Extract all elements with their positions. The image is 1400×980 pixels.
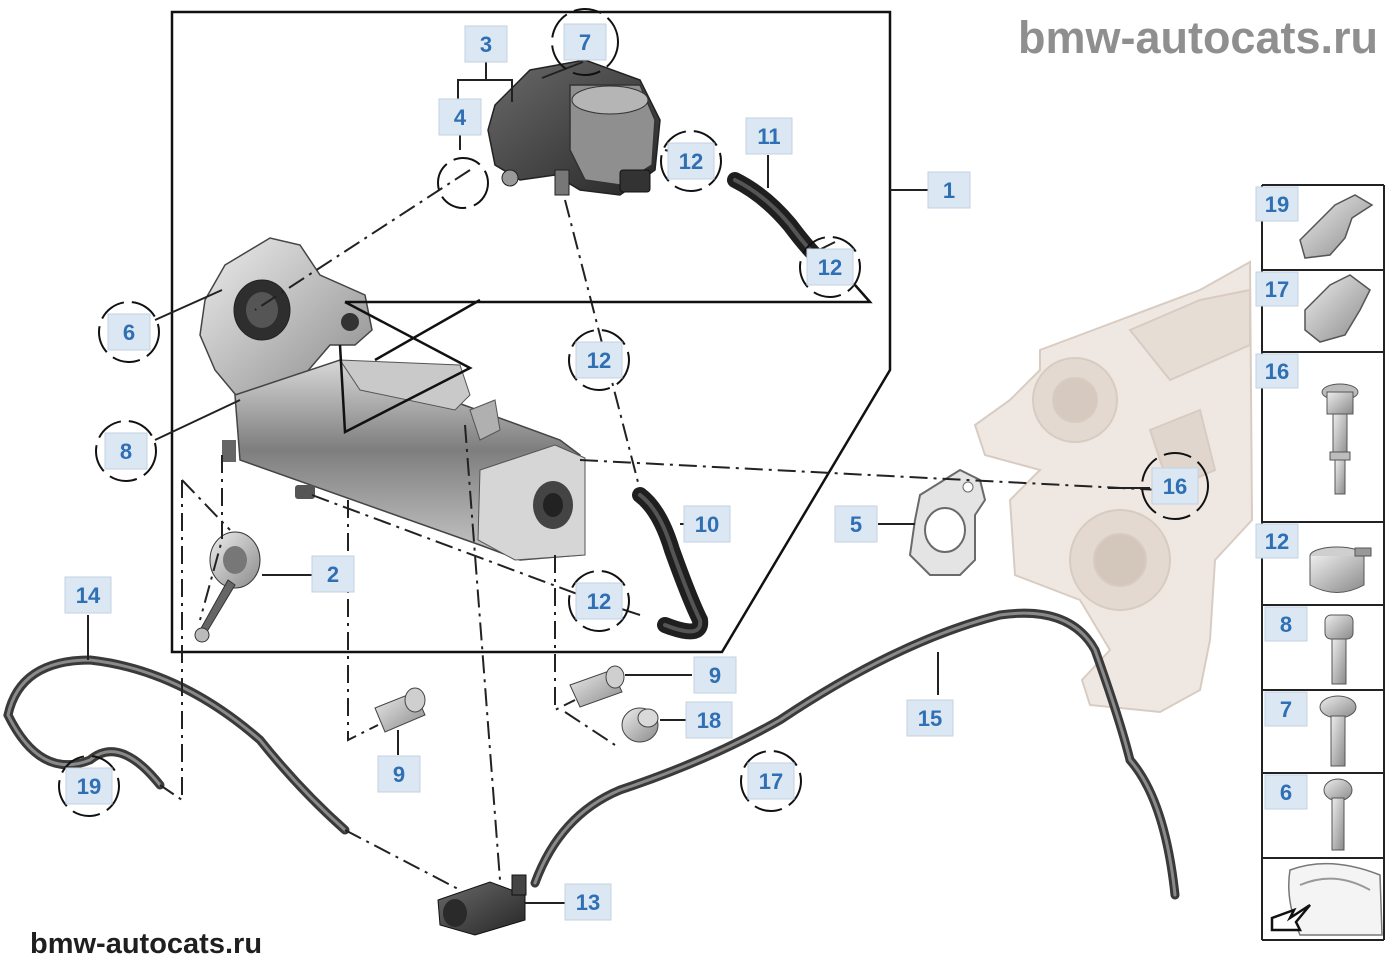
callout-12c: 12 (575, 341, 623, 379)
side-label-6-text: 6 (1280, 780, 1292, 805)
callout-11: 11 (745, 117, 793, 155)
callout-4: 4 (438, 98, 482, 136)
side-label-7-text: 7 (1280, 697, 1292, 722)
callout-9b-label: 9 (709, 663, 721, 688)
callout-9b: 9 (693, 656, 737, 694)
callout-12d: 12 (575, 582, 623, 620)
side-panel (1261, 184, 1385, 941)
callout-12a: 12 (667, 142, 715, 180)
coolant-hose-10 (632, 487, 709, 640)
callout-15: 15 (906, 699, 954, 737)
callout-17: 17 (747, 762, 795, 800)
side-label-17-text: 17 (1265, 277, 1289, 302)
ring-markers (58, 8, 1209, 817)
assembly-outline (170, 10, 892, 654)
callout-6: 6 (107, 313, 151, 351)
callout-12c-label: 12 (587, 348, 611, 373)
callout-16-label: 16 (1163, 474, 1187, 499)
callout-18: 18 (685, 701, 733, 739)
side-bolt-16-icon (1321, 383, 1359, 495)
watermark-top: bmw-autocats.ru (1017, 12, 1378, 63)
callout-10: 10 (683, 505, 731, 543)
callout-18-label: 18 (697, 708, 721, 733)
plug-18 (621, 707, 659, 743)
callout-5: 5 (834, 505, 878, 543)
side-clip-17-icon (1304, 274, 1371, 343)
pressure-converter-13 (437, 874, 527, 936)
side-label-12-text: 12 (1265, 529, 1289, 554)
callout-5-label: 5 (850, 512, 862, 537)
callout-3: 3 (464, 25, 508, 63)
callout-17-label: 17 (759, 769, 783, 794)
vehicle-orientation-icon (1270, 862, 1383, 936)
coolant-hose-11 (727, 172, 823, 263)
watermark-bottom: bmw-autocats.ru (30, 928, 263, 960)
callout-9a-label: 9 (393, 762, 405, 787)
callout-19-label: 19 (77, 774, 101, 799)
side-bolt-8-icon (1324, 614, 1354, 685)
callout-16: 16 (1151, 467, 1199, 505)
callout-13-label: 13 (576, 890, 600, 915)
side-label-6: 6 (1264, 774, 1308, 810)
side-bolt-6-icon (1323, 778, 1353, 851)
callout-12b: 12 (806, 248, 854, 286)
side-label-12: 12 (1255, 523, 1299, 559)
reference-lines (159, 169, 1161, 891)
bushing-9-upper (569, 665, 625, 708)
vacuum-line-15 (530, 608, 1180, 900)
callout-2: 2 (311, 555, 355, 593)
side-label-8: 8 (1264, 606, 1308, 642)
callout-6-label: 6 (123, 320, 135, 345)
callout-15-label: 15 (918, 706, 942, 731)
callout-14: 14 (64, 576, 112, 614)
callout-12a-label: 12 (679, 149, 703, 174)
side-label-16: 16 (1255, 353, 1299, 389)
callout-12b-label: 12 (818, 255, 842, 280)
side-bolt-7-icon (1319, 695, 1357, 767)
callout-12d-label: 12 (587, 589, 611, 614)
side-label-7: 7 (1264, 691, 1308, 727)
vacuum-line-14 (3, 655, 350, 835)
side-clamp-12-icon (1309, 546, 1372, 593)
callout-19: 19 (65, 767, 113, 805)
callout-2-label: 2 (327, 562, 339, 587)
callout-13: 13 (564, 883, 612, 921)
vacuum-unit-2 (194, 531, 261, 643)
egr-valve-actuator (487, 59, 661, 196)
callout-1-label: 1 (943, 178, 955, 203)
callout-1: 1 (927, 171, 971, 209)
gasket-5 (908, 468, 987, 576)
callout-3-label: 3 (480, 32, 492, 57)
egr-cooler (199, 237, 586, 561)
callout-9a: 9 (377, 755, 421, 793)
side-label-19: 19 (1255, 186, 1299, 222)
side-label-16-text: 16 (1265, 359, 1289, 384)
callout-4-label: 4 (454, 105, 467, 130)
callout-14-label: 14 (76, 583, 101, 608)
bushing-9-lower (374, 687, 426, 733)
callout-8-label: 8 (120, 439, 132, 464)
callout-10-label: 10 (695, 512, 719, 537)
side-label-17: 17 (1255, 271, 1299, 307)
side-label-19-text: 19 (1265, 192, 1289, 217)
side-label-8-text: 8 (1280, 612, 1292, 637)
callout-7: 7 (563, 23, 607, 61)
callout-11-label: 11 (757, 124, 780, 149)
callout-7-label: 7 (579, 30, 591, 55)
callout-8: 8 (104, 432, 148, 470)
side-clip-19-icon (1299, 194, 1374, 259)
